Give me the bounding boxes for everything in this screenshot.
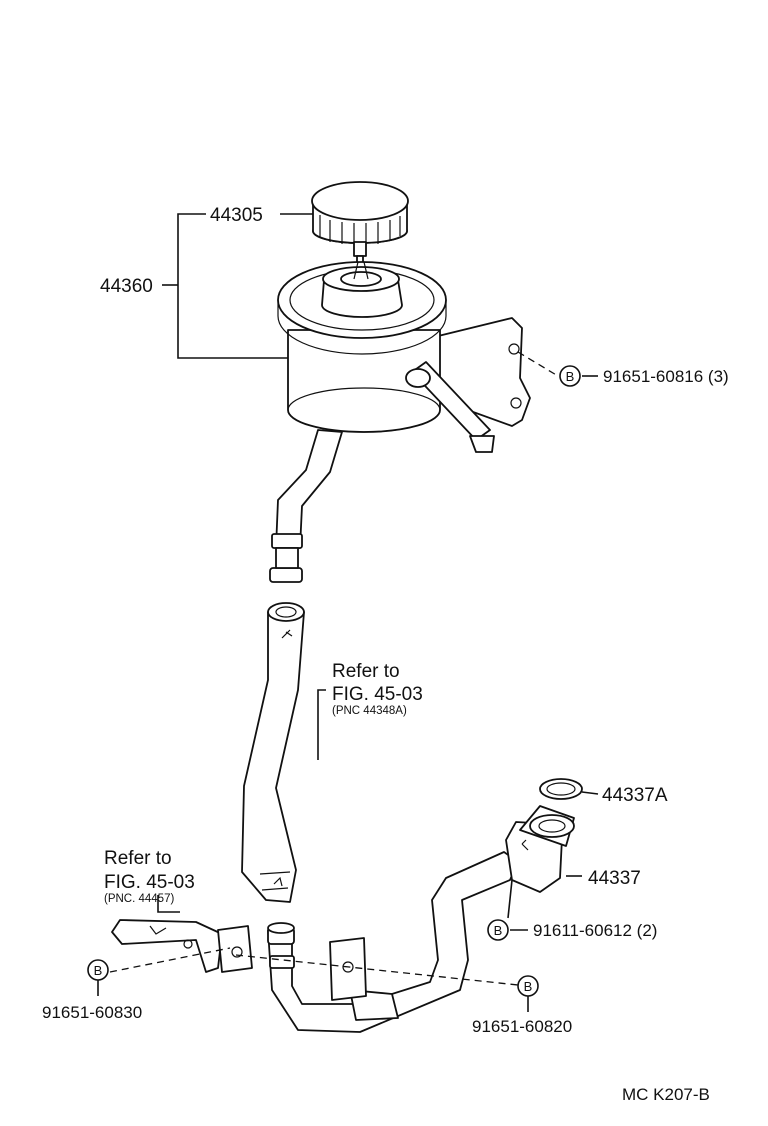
label-gasket[interactable]: 44337A [602,785,668,806]
bolt-symbol-right[interactable]: B [517,975,539,997]
left-bracket[interactable] [111,919,253,973]
bolt-symbol-b: B [94,963,103,978]
label-reservoir-assy[interactable]: 44360 [100,276,153,297]
return-pipe[interactable] [267,851,519,1033]
bolt-symbol-reservoir[interactable]: B [559,365,581,387]
label-bolt-right[interactable]: 91651-60820 [472,1017,572,1036]
label-union[interactable]: 44337 [588,868,641,889]
label-cap[interactable]: 44305 [210,205,263,226]
label-refer2-line2[interactable]: FIG. 45-03 [104,872,195,893]
gasket[interactable] [539,778,583,800]
label-refer1-line1: Refer to [332,661,400,682]
reservoir-cap[interactable] [311,181,409,279]
union-fitting[interactable] [505,805,575,893]
bolt-symbol-b: B [524,979,533,994]
bolt-symbol-union[interactable]: B [487,919,509,941]
label-refer2-line1: Refer to [104,848,172,869]
bolt-symbol-b: B [494,923,503,938]
footer-code: MC K207-B [622,1085,710,1104]
reservoir-body[interactable] [269,261,531,583]
label-refer1-line3: (PNC 44348A) [332,705,407,717]
label-bolt-union[interactable]: 91611-60612 (2) [533,921,657,940]
label-refer1-line2[interactable]: FIG. 45-03 [332,684,423,705]
label-refer2-line3: (PNC. 44457) [104,893,174,905]
reservoir-hose[interactable] [241,602,305,903]
label-bolt-reservoir[interactable]: 91651-60816 (3) [603,367,729,386]
bolt-symbol-left[interactable]: B [87,959,109,981]
leader-lines [97,213,599,1012]
label-bolt-left[interactable]: 91651-60830 [42,1003,142,1022]
bolt-symbol-b: B [566,369,575,384]
